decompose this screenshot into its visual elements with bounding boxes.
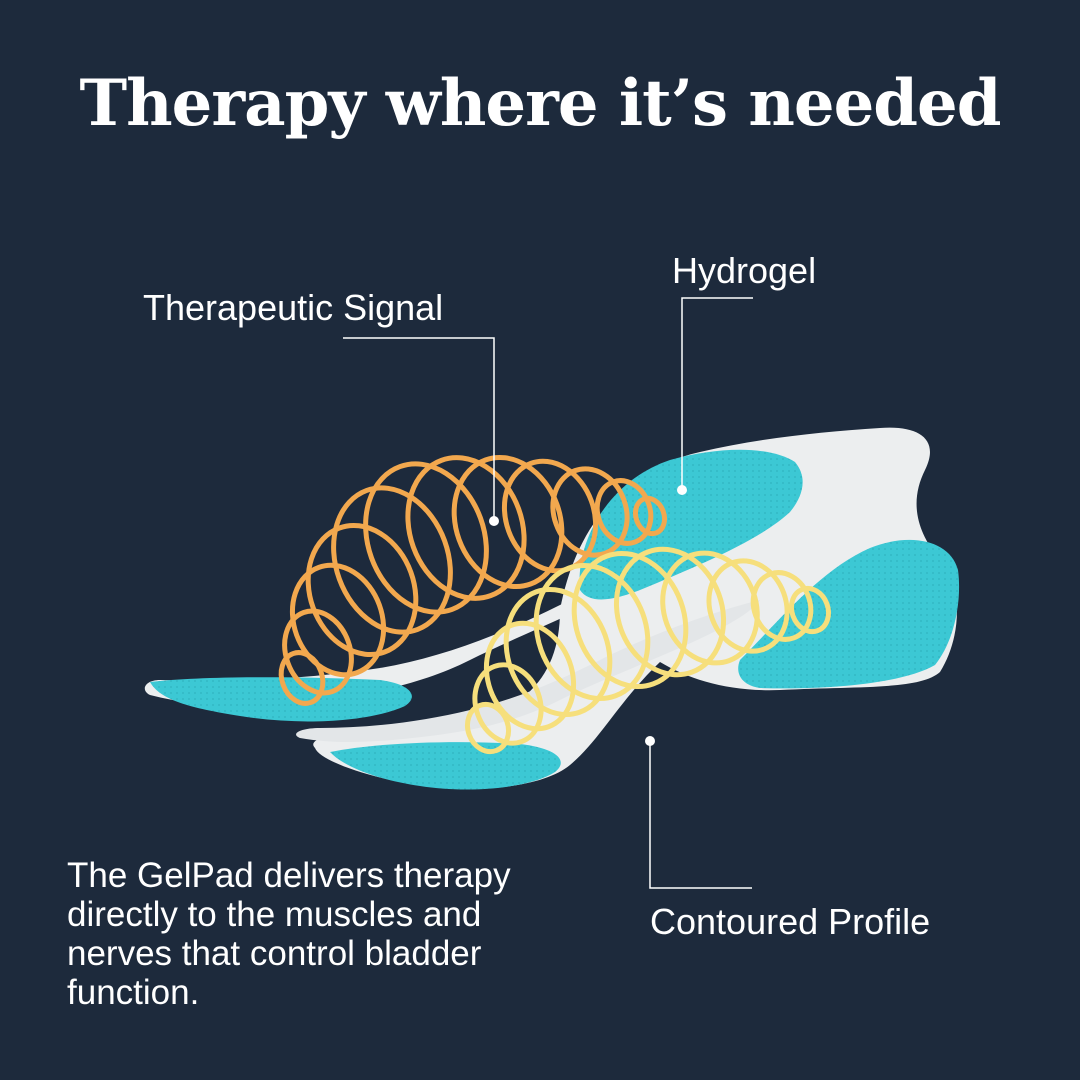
therapeutic-signal-yellow xyxy=(464,546,832,755)
signal-coil xyxy=(305,522,419,658)
signal-coil xyxy=(613,546,727,678)
callout-dot-hydrogel xyxy=(677,485,687,495)
signal-coil xyxy=(533,562,651,702)
callout-line-contoured-profile xyxy=(649,741,752,889)
signal-coil xyxy=(483,620,577,732)
hydrogel-pad-bottom xyxy=(330,742,561,790)
signal-coil xyxy=(472,662,544,746)
signal-coil xyxy=(571,550,689,690)
signal-coil xyxy=(503,586,613,718)
signal-coil xyxy=(363,461,489,615)
callout-dot-therapeutic-signal xyxy=(489,516,499,526)
signal-coil xyxy=(331,485,453,635)
signal-coil xyxy=(464,701,512,755)
pad-body-lower-arm xyxy=(296,600,760,743)
hydrogel-pad-left xyxy=(150,677,412,722)
label-contoured-profile: Contoured Profile xyxy=(650,901,931,942)
signal-coil xyxy=(706,558,790,654)
therapeutic-signal-orange xyxy=(278,454,668,706)
page-title: Therapy where it’s needed xyxy=(79,66,1002,141)
label-therapeutic-signal: Therapeutic Signal xyxy=(143,287,444,328)
pad-body-main xyxy=(313,427,957,789)
signal-coil xyxy=(750,570,814,642)
description-text: The GelPad delivers therapy directly to … xyxy=(67,856,511,1012)
signal-coil xyxy=(405,455,527,601)
callout-dot-contoured-profile xyxy=(645,736,655,746)
callout-line-therapeutic-signal xyxy=(343,337,495,521)
signal-coil xyxy=(550,466,630,558)
hydrogel-pad-lower-right xyxy=(738,539,960,689)
signal-coil xyxy=(451,454,565,590)
label-hydrogel: Hydrogel xyxy=(672,250,817,291)
callout-line-hydrogel xyxy=(681,297,753,490)
signal-coil xyxy=(282,608,354,696)
signal-coil xyxy=(289,562,387,678)
signal-coil xyxy=(278,650,326,706)
signal-coil xyxy=(632,495,668,537)
signal-coil xyxy=(594,478,654,546)
signal-coil xyxy=(788,585,832,635)
callout-lines xyxy=(343,297,753,889)
callout-dots xyxy=(489,485,687,746)
